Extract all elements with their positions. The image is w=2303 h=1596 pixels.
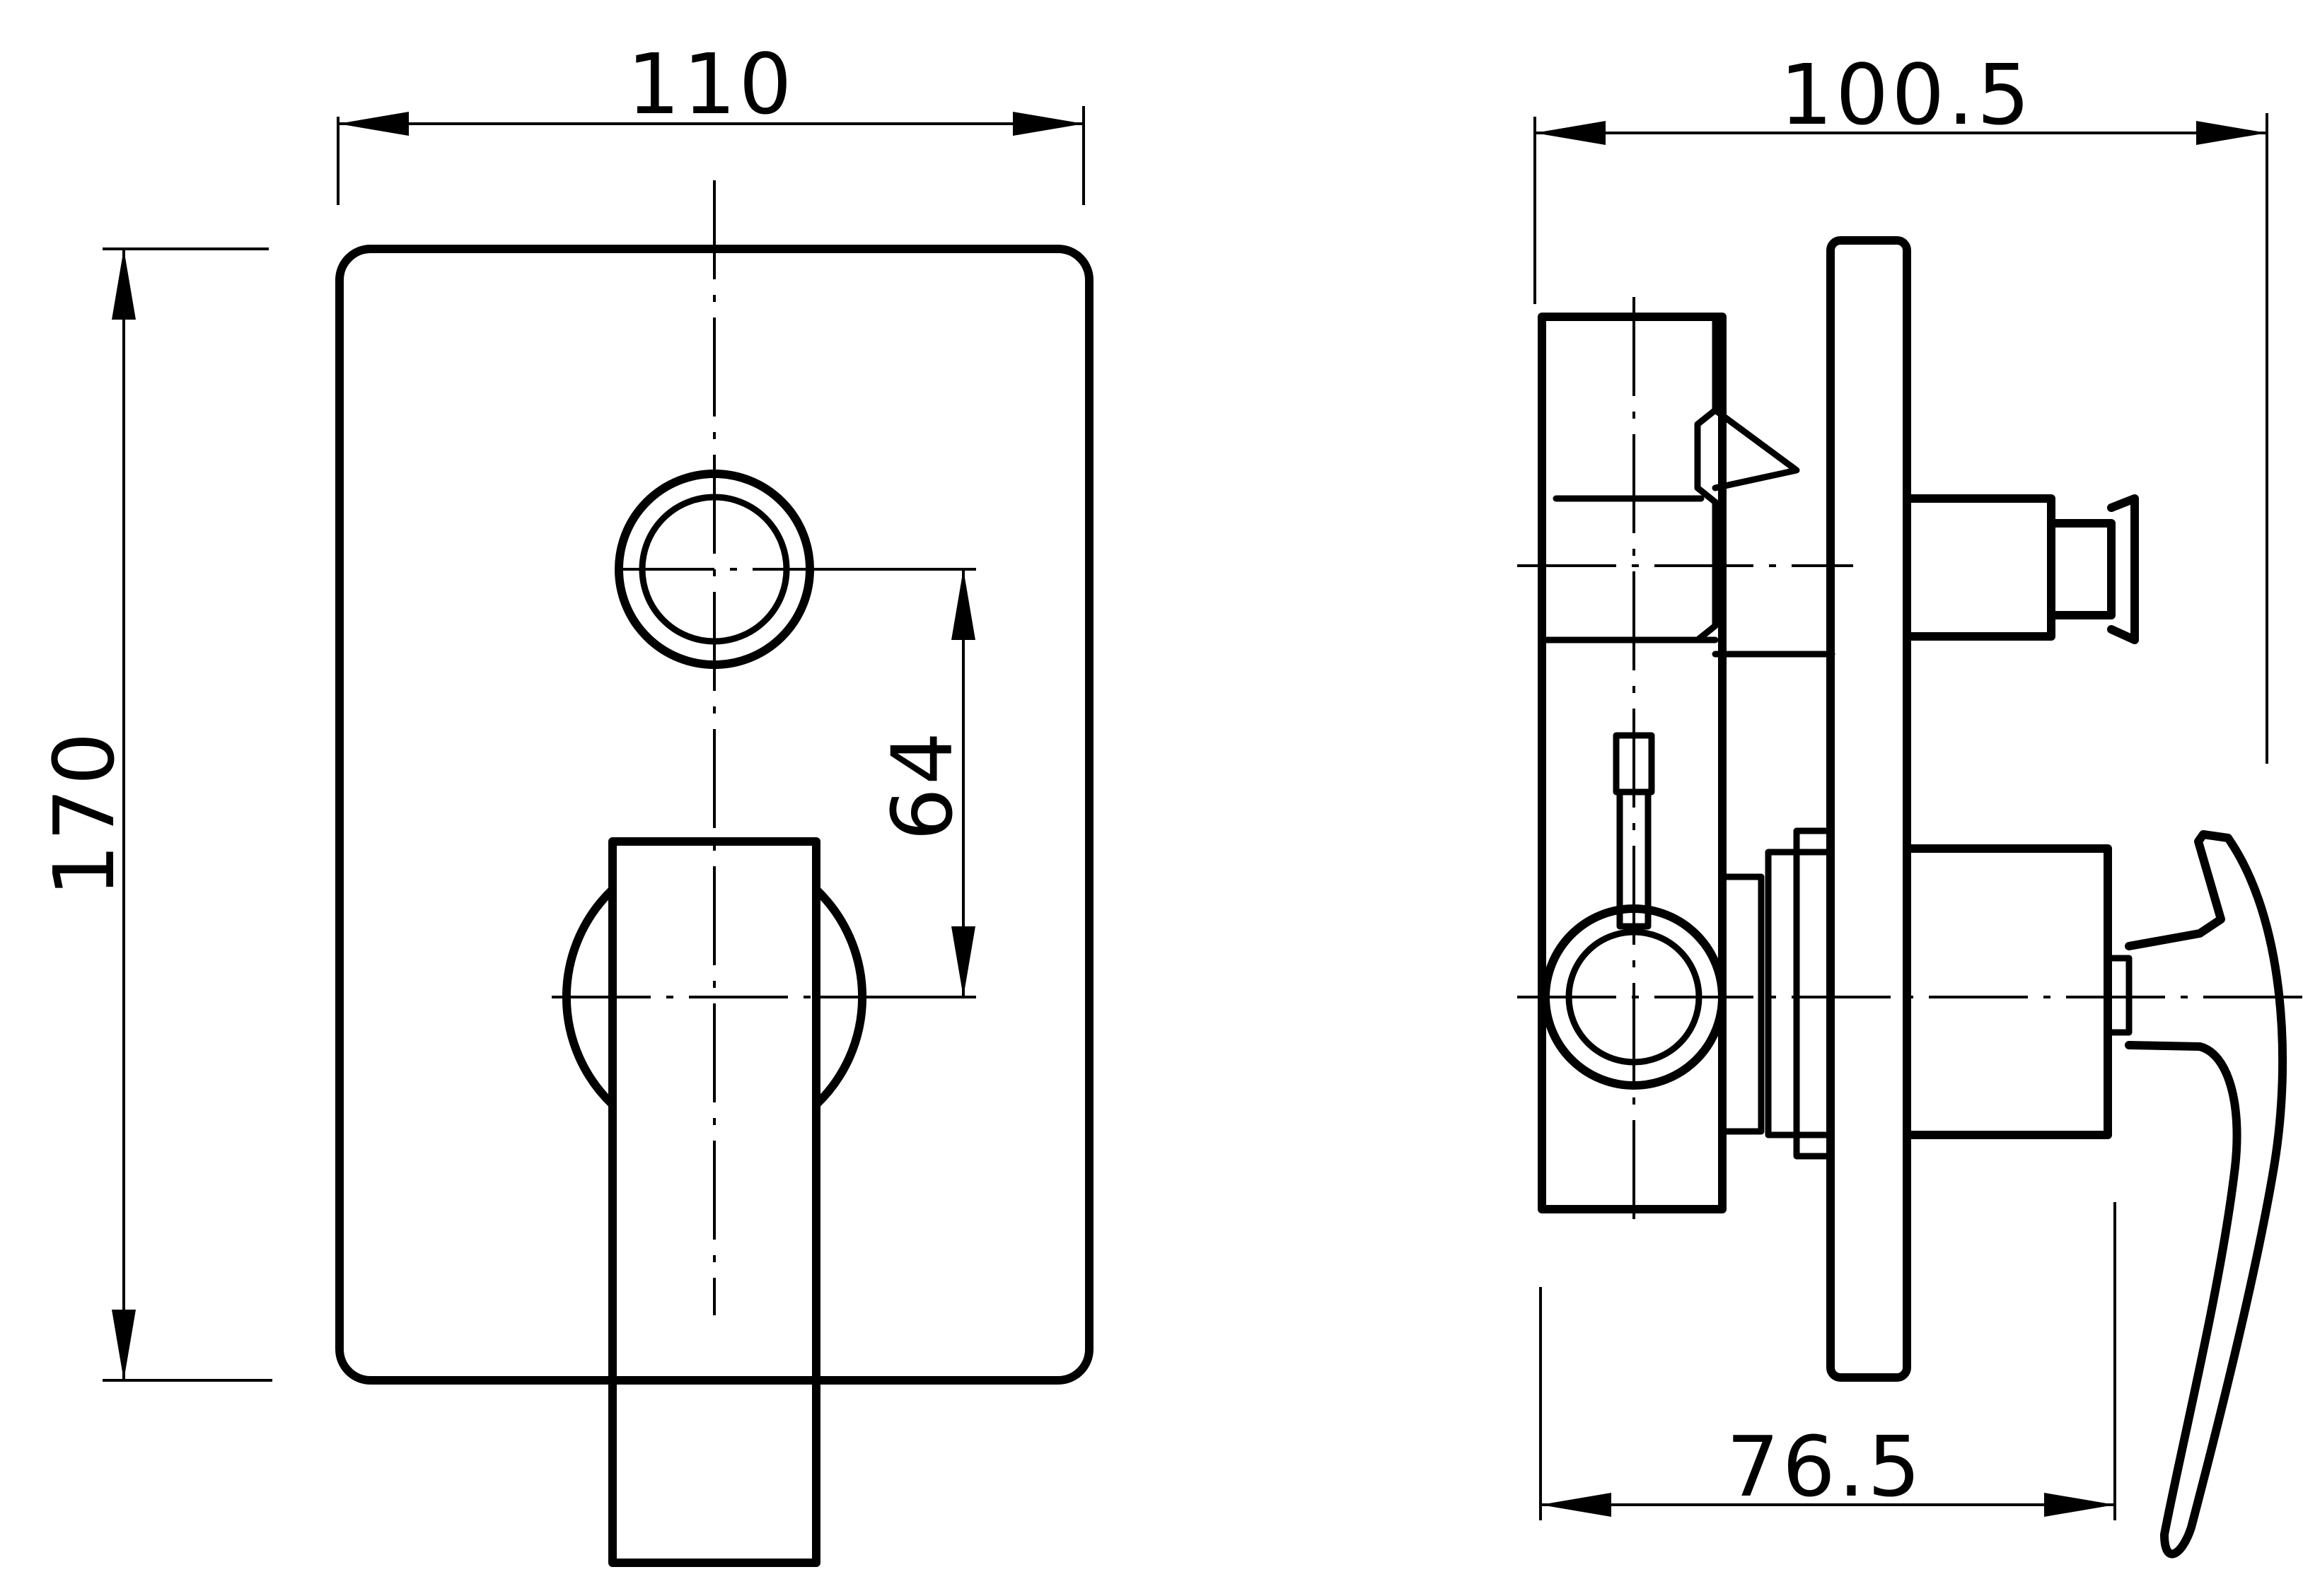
dimension-body-depth-label: 76.5 [1727, 1418, 1924, 1515]
dimension-body-depth: 76.5 [1539, 1202, 2116, 1520]
dimension-width-label: 110 [627, 35, 794, 133]
diverter-stem [1903, 494, 2055, 641]
front-view: 110 170 64 [35, 35, 1094, 1567]
lever-handle [608, 837, 820, 1567]
body-wedge [1712, 407, 1800, 491]
dimension-overall-depth-label: 100.5 [1780, 46, 2033, 144]
wall-plate-side [1826, 236, 1911, 1382]
upper-hex-block [1538, 313, 1719, 643]
side-view: 100.5 76.5 [1517, 46, 2303, 1559]
lower-housing [1719, 873, 1765, 1135]
dimension-width: 110 [337, 35, 1085, 205]
dimension-centre-distance-label: 64 [874, 729, 971, 841]
lever-cartridge [1903, 844, 2112, 1139]
dimension-centre-distance: 64 [813, 568, 976, 998]
dimension-height-label: 170 [35, 729, 133, 897]
lever-curved-handle [2125, 830, 2287, 1559]
dimension-overall-depth: 100.5 [1533, 46, 2268, 764]
dimension-height: 170 [35, 247, 272, 1382]
